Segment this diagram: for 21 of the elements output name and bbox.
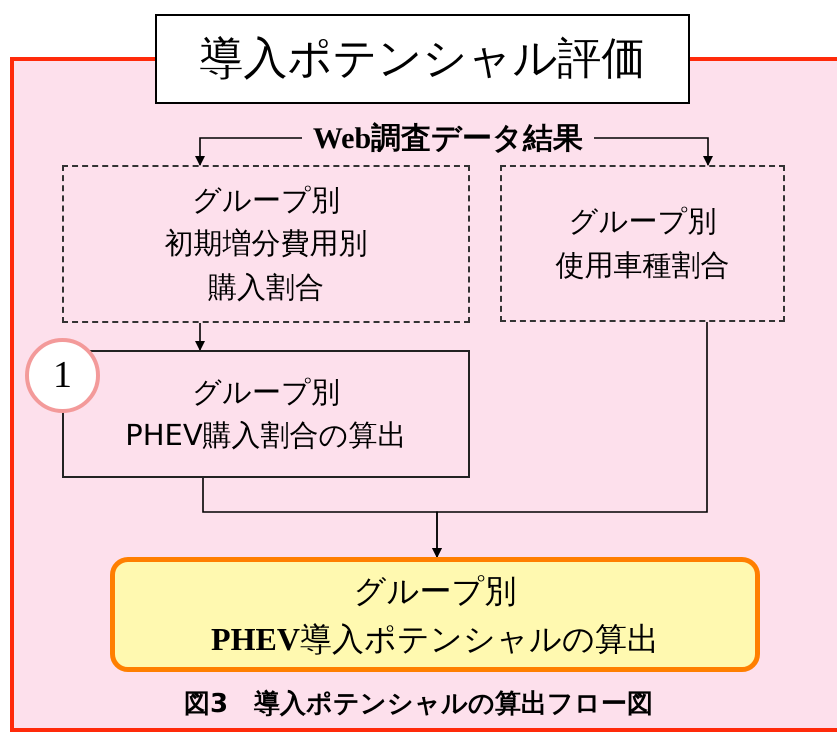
node-text: グループ別 [192,374,340,410]
figure-caption: 図3 導入ポテンシャルの算出フロー図 [184,689,654,719]
title-box [155,14,690,104]
data-box [500,165,785,322]
node-text: 導入ポテンシャル評価 [200,32,646,86]
data-box [62,165,470,323]
node-text: グループ別 [192,182,340,219]
arrow [195,137,302,166]
node-text: 購入割合 [208,268,324,306]
node-text: PHEV購入割合の算出 [125,417,407,454]
arrow [432,322,708,558]
node-text: 1 [53,353,72,398]
node-text: PHEV導入ポテンシャルの算出 [211,618,659,660]
node-text: 使用車種割合 [556,246,730,284]
node-text: Web調査データ結果 [312,120,584,158]
arrow [594,137,713,166]
node-text: グループ別 [354,570,516,612]
arrow [195,323,205,351]
node-text: 初期増分費用別 [164,225,368,262]
node-text: グループ別 [568,203,716,240]
result-box [110,557,760,672]
